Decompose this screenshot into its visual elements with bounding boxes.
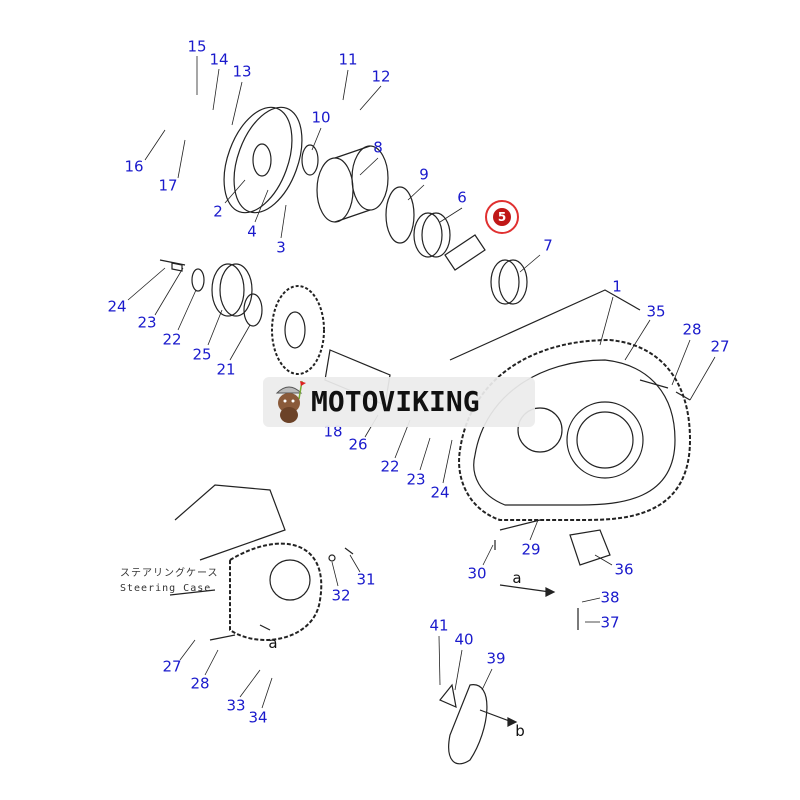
part-label[interactable]: 36 bbox=[614, 560, 634, 579]
part-label[interactable]: 4 bbox=[247, 222, 257, 241]
part-label[interactable]: 26 bbox=[348, 435, 368, 454]
part-label[interactable]: 22 bbox=[380, 457, 400, 476]
part-label[interactable]: 25 bbox=[192, 345, 212, 364]
part-label[interactable]: 7 bbox=[543, 236, 553, 255]
part-label[interactable]: 37 bbox=[600, 613, 620, 632]
part-label[interactable]: 28 bbox=[190, 674, 210, 693]
part-label[interactable]: 6 bbox=[457, 188, 467, 207]
part-label[interactable]: 11 bbox=[338, 50, 358, 69]
part-label[interactable]: 8 bbox=[373, 138, 383, 157]
bracket-36 bbox=[569, 529, 611, 566]
part-label[interactable]: 31 bbox=[356, 570, 376, 589]
part-label[interactable]: 40 bbox=[454, 630, 474, 649]
bearing-25 bbox=[211, 263, 245, 317]
part-label[interactable]: 27 bbox=[710, 337, 730, 356]
steering-case bbox=[169, 484, 323, 641]
callout-number: 5 bbox=[493, 208, 511, 226]
part-label[interactable]: 3 bbox=[276, 238, 286, 257]
part-label[interactable]: 30 bbox=[467, 564, 487, 583]
view-marker: b bbox=[515, 722, 525, 740]
part-label[interactable]: 2 bbox=[213, 202, 223, 221]
part-label[interactable]: 38 bbox=[600, 588, 620, 607]
carrier-part bbox=[316, 145, 389, 223]
part-label[interactable]: 41 bbox=[429, 616, 449, 635]
part-label[interactable]: 29 bbox=[521, 540, 541, 559]
watermark-banner: MOTOVIKING bbox=[263, 377, 535, 427]
bearing-7 bbox=[490, 259, 520, 305]
leader-lines bbox=[127, 56, 716, 709]
part-label[interactable]: 1 bbox=[612, 277, 622, 296]
caption-japanese: ステアリングケース bbox=[120, 568, 219, 579]
part-label[interactable]: 16 bbox=[124, 157, 144, 176]
part-label[interactable]: 28 bbox=[682, 320, 702, 339]
part-label[interactable]: 34 bbox=[248, 708, 268, 727]
part-label[interactable]: 9 bbox=[419, 165, 429, 184]
part-label[interactable]: 24 bbox=[107, 297, 127, 316]
plate-39 bbox=[448, 684, 488, 765]
housing-1 bbox=[458, 338, 692, 521]
oring-9 bbox=[385, 186, 415, 244]
part-label[interactable]: 10 bbox=[311, 108, 331, 127]
part-label[interactable]: 24 bbox=[430, 483, 450, 502]
part-label[interactable]: 22 bbox=[162, 330, 182, 349]
part-label[interactable]: 27 bbox=[162, 657, 182, 676]
steering-case-caption: ステアリングケース Steering Case bbox=[120, 566, 219, 596]
part-label[interactable]: 23 bbox=[406, 470, 426, 489]
part-label[interactable]: 23 bbox=[137, 313, 157, 332]
gear-part bbox=[271, 285, 325, 375]
part-label[interactable]: 13 bbox=[232, 62, 252, 81]
part-label[interactable]: 17 bbox=[158, 176, 178, 195]
shaft-5 bbox=[444, 234, 486, 271]
view-marker: a bbox=[268, 634, 278, 652]
watermark-text: MOTOVIKING bbox=[311, 385, 480, 418]
part-label[interactable]: 18 bbox=[323, 422, 343, 441]
part-label[interactable]: 14 bbox=[209, 50, 229, 69]
bearing-6 bbox=[413, 212, 443, 258]
highlighted-part-callout[interactable]: 5 bbox=[485, 200, 519, 234]
viking-mascot-icon bbox=[275, 380, 306, 423]
flange-part bbox=[223, 106, 303, 214]
part-label[interactable]: 32 bbox=[331, 586, 351, 605]
view-marker: a bbox=[512, 569, 522, 587]
bearing-10 bbox=[301, 144, 319, 176]
caption-english: Steering Case bbox=[120, 583, 212, 594]
part-label[interactable]: 12 bbox=[371, 67, 391, 86]
part-label[interactable]: 39 bbox=[486, 649, 506, 668]
part-label[interactable]: 33 bbox=[226, 696, 246, 715]
part-label[interactable]: 35 bbox=[646, 302, 666, 321]
part-label[interactable]: 15 bbox=[187, 37, 207, 56]
part-label[interactable]: 21 bbox=[216, 360, 236, 379]
